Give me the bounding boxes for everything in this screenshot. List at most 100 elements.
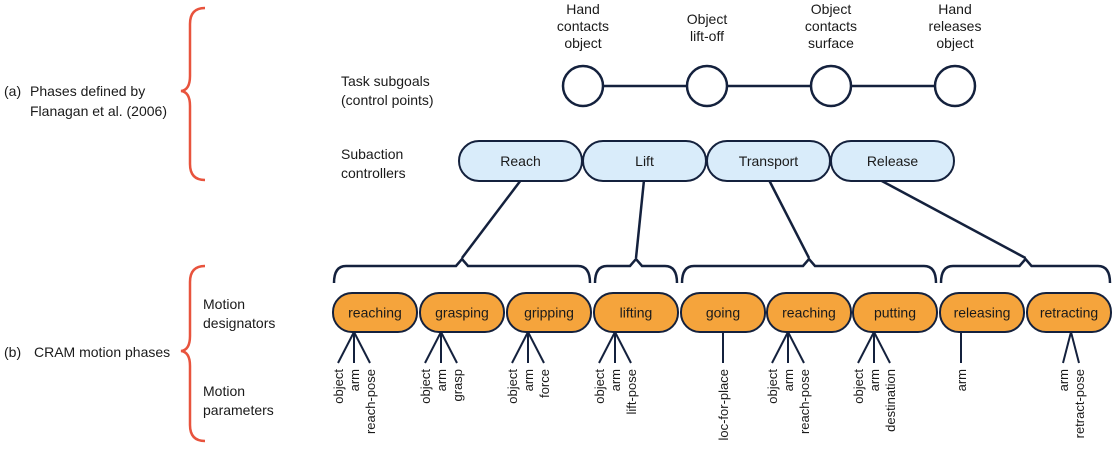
- control-point-caption-line: Object: [687, 11, 728, 27]
- motion-designator-pill: [593, 292, 679, 333]
- motion-parameter-label: arm: [954, 369, 969, 391]
- motion-parameter-label: reach-pose: [363, 369, 378, 434]
- brace-a: [180, 6, 206, 182]
- motion-designator-label: releasing: [954, 305, 1011, 321]
- motion-parameter-line: [787, 331, 805, 364]
- motion-parameter-label: retract-pose: [1072, 369, 1087, 438]
- motion-parameter-label: grasp: [450, 369, 465, 402]
- control-point-caption-line: surface: [808, 35, 854, 51]
- motion-parameter-line: [857, 331, 875, 364]
- control-point-circle: [561, 64, 605, 108]
- motion-designator-pill: [419, 292, 505, 333]
- phase-a-label-line: Phases defined by: [30, 83, 145, 99]
- control-point-circle: [809, 64, 853, 108]
- subaction-pill: [830, 140, 955, 182]
- motion-designators-group: reaching grasping gripping lifting going reac…: [332, 292, 1112, 333]
- row-label-task-subgoals: Task subgoals (control points): [341, 73, 434, 108]
- control-point-caption-line: releases: [929, 18, 982, 34]
- row-label-subaction-controllers: Subaction controllers: [341, 146, 407, 181]
- subaction-controllers-group: Reach Lift Transport Release: [458, 140, 955, 182]
- motion-parameter-label: arm: [434, 369, 449, 391]
- subaction-label: Transport: [739, 153, 799, 169]
- motion-parameter-label: object: [331, 369, 346, 404]
- grouping-braces-group: [332, 257, 1112, 284]
- motion-parameter-line: [511, 331, 529, 364]
- grouping-brace: [680, 257, 938, 284]
- motion-designator-pill: [1026, 292, 1112, 333]
- control-point-caption-line: Hand: [566, 1, 599, 17]
- control-point-circle: [685, 64, 729, 108]
- control-point-caption-line: contacts: [805, 18, 857, 34]
- connector-lines-group: [461, 178, 1027, 260]
- motion-designator-pill: [766, 292, 852, 333]
- motion-parameter-line: [873, 331, 891, 364]
- control-point-circle: [933, 64, 977, 108]
- motion-parameter-label: arm: [608, 369, 623, 391]
- control-point-caption-line: object: [936, 35, 973, 51]
- motion-parameter-line: [771, 331, 789, 364]
- motion-parameter-label: force: [537, 369, 552, 398]
- motion-designator-label: retracting: [1040, 305, 1098, 321]
- motion-parameter-label: object: [765, 369, 780, 404]
- motion-parameter-label: arm: [347, 369, 362, 391]
- subaction-label: Release: [867, 153, 919, 169]
- motion-parameter-line: [440, 331, 458, 364]
- subaction-connector-line: [461, 179, 522, 259]
- motion-parameter-label: arm: [1056, 369, 1071, 391]
- motion-parameter-label: lift-pose: [624, 369, 639, 415]
- row-label-motion-parameters: Motion parameters: [203, 383, 274, 418]
- row-label-motion-designators: Motion designators: [203, 296, 275, 331]
- motion-parameter-label: arm: [521, 369, 536, 391]
- phase-b-label: CRAM motion phases: [34, 344, 170, 360]
- motion-parameter-label: object: [851, 369, 866, 404]
- control-point-caption-line: contacts: [557, 18, 609, 34]
- motion-designator-pill: [939, 292, 1025, 333]
- subaction-label: Reach: [500, 153, 540, 169]
- grouping-brace: [593, 257, 679, 284]
- motion-parameter-label: loc-for-place: [716, 369, 731, 441]
- motion-parameter-line: [1062, 331, 1072, 364]
- subaction-label: Lift: [635, 153, 654, 169]
- motion-parameter-label: object: [418, 369, 433, 404]
- brace-b: [180, 264, 206, 443]
- motion-designator-label: lifting: [620, 305, 653, 321]
- motion-parameter-label: destination: [883, 369, 898, 432]
- motion-designator-label: going: [706, 305, 740, 321]
- grouping-brace: [939, 257, 1112, 284]
- motion-designator-pill: [332, 292, 418, 333]
- phase-b-marker: (b): [4, 344, 21, 360]
- phase-a-marker: (a): [4, 83, 21, 99]
- subaction-connector-line: [634, 179, 646, 259]
- motion-parameter-label: arm: [781, 369, 796, 391]
- subaction-connector-line: [767, 179, 811, 259]
- motion-parameter-label: arm: [867, 369, 882, 391]
- motion-designator-label: reaching: [782, 305, 836, 321]
- phase-a-label-line: Flanagan et al. (2006): [30, 103, 167, 119]
- control-point-caption-line: Hand: [938, 1, 971, 17]
- motion-parameter-line: [598, 331, 616, 364]
- motion-parameter-label: reach-pose: [797, 369, 812, 434]
- motion-designator-pill: [852, 292, 938, 333]
- motion-parameter-label: object: [505, 369, 520, 404]
- motion-designator-label: reaching: [348, 305, 402, 321]
- phase-a-label: Phases defined by Flanagan et al. (2006): [30, 83, 167, 119]
- motion-designator-label: gripping: [524, 305, 574, 321]
- motion-parameter-line: [527, 331, 545, 364]
- subaction-connector-line: [879, 178, 1027, 260]
- control-point-caption-line: Object: [811, 1, 852, 17]
- motion-designator-label: grasping: [435, 305, 489, 321]
- motion-parameter-label: object: [592, 369, 607, 404]
- motion-designator-pill: [506, 292, 592, 333]
- motion-parameter-line: [614, 331, 632, 364]
- motion-parameter-line: [424, 331, 442, 364]
- motion-parameter-line: [337, 331, 355, 364]
- motion-designator-label: putting: [874, 305, 916, 321]
- control-point-caption-line: lift-off: [690, 28, 724, 44]
